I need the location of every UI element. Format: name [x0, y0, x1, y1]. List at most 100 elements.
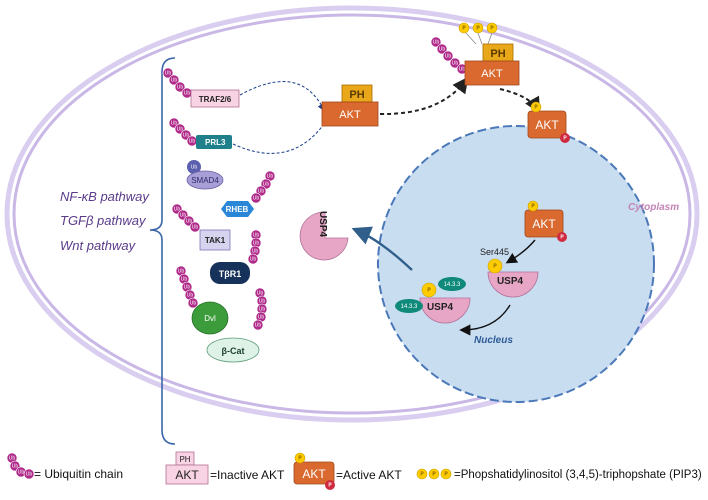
bcat-label: β-Cat — [222, 346, 245, 356]
ubiquitin-chain-dvl: Ub Ub Ub Ub Ub — [175, 265, 199, 309]
ubiquitin-chain-rheb: Ub Ub Ub Ub — [250, 170, 276, 204]
svg-text:Ub: Ub — [189, 138, 196, 144]
traf-label: TRAF2/6 — [199, 95, 232, 104]
svg-text:P: P — [462, 25, 466, 31]
svg-text:Ub: Ub — [258, 314, 265, 320]
legend-active-akt: AKT P P =Active AKT — [293, 452, 402, 490]
usp4-cytoplasm: USP4 — [299, 211, 349, 261]
arrow-traf-to-akt — [239, 81, 325, 112]
svg-text:USP4: USP4 — [497, 276, 524, 287]
svg-text:14.3.3: 14.3.3 — [444, 282, 461, 288]
svg-text:Ub: Ub — [187, 292, 194, 298]
legend-pip3: P P P =Phopshatidylinositol (3,4,5)-trip… — [416, 468, 702, 481]
legend-inactive-text: =Inactive AKT — [210, 468, 285, 482]
svg-text:Ub: Ub — [258, 188, 265, 194]
svg-text:P: P — [427, 287, 431, 293]
arrow-export — [351, 226, 413, 271]
svg-text:AKT: AKT — [302, 467, 326, 481]
dvl-label: Dvl — [204, 314, 216, 323]
rheb-protein: RHEB — [221, 201, 254, 217]
svg-text:Ub: Ub — [459, 66, 466, 72]
svg-text:PH: PH — [349, 89, 364, 101]
pathway-wnt: Wnt pathway — [60, 238, 137, 253]
svg-text:P: P — [432, 471, 436, 477]
akt-with-pip3: PH AKT — [464, 43, 520, 86]
svg-text:PH: PH — [179, 455, 190, 464]
svg-text:Ub: Ub — [257, 290, 264, 296]
svg-text:Ub: Ub — [184, 284, 191, 290]
svg-text:Ub: Ub — [190, 300, 197, 306]
prl3-protein: PRL3 — [196, 135, 232, 149]
svg-text:Ub: Ub — [267, 173, 274, 179]
svg-text:Ub: Ub — [445, 53, 452, 59]
legend-ubiquitin: Ub Ub Ub Ub = Ubiquitin chain — [6, 452, 123, 481]
nucleus — [377, 125, 655, 403]
svg-text:P: P — [490, 25, 494, 31]
ser445-label: Ser445 — [480, 247, 509, 257]
svg-text:P: P — [476, 25, 480, 31]
svg-text:Ub: Ub — [259, 306, 266, 312]
traf-protein: TRAF2/6 — [190, 89, 240, 108]
legend-ubiquitin-text: = Ubiquitin chain — [34, 467, 123, 481]
svg-text:Ub: Ub — [253, 195, 260, 201]
tbr1-protein: TβR1 — [210, 262, 250, 284]
svg-text:USP4: USP4 — [427, 302, 454, 313]
svg-text:P: P — [328, 482, 332, 488]
svg-text:14.3.3: 14.3.3 — [401, 304, 418, 310]
svg-text:P: P — [531, 203, 535, 209]
svg-text:P: P — [420, 471, 424, 477]
ubiquitin-chain-tbr1: Ub Ub Ub Ub — [247, 229, 262, 265]
pip3-bound: P P P — [458, 22, 498, 45]
rheb-label: RHEB — [226, 205, 249, 214]
svg-text:Ub: Ub — [439, 46, 446, 52]
legend-active-text: =Active AKT — [336, 468, 402, 482]
svg-text:Ub: Ub — [26, 471, 33, 477]
smad4-label: SMAD4 — [191, 176, 219, 185]
svg-text:Ub: Ub — [186, 218, 193, 224]
usp4-phospho: USP4 P — [487, 258, 539, 298]
inactive-akt: PH AKT — [321, 84, 379, 127]
svg-text:AKT: AKT — [535, 118, 559, 132]
svg-text:Ub: Ub — [252, 248, 259, 254]
svg-text:Ub: Ub — [259, 298, 266, 304]
arrow-akt-to-usp4 — [505, 239, 536, 264]
legend-pip3-text: =Phopshatidylinositol (3,4,5)-triphopsha… — [454, 469, 702, 481]
svg-text:Ub: Ub — [253, 240, 260, 246]
svg-text:AKT: AKT — [339, 109, 361, 121]
active-akt-nucleus: AKT P P — [524, 200, 567, 242]
svg-text:AKT: AKT — [532, 217, 556, 231]
svg-text:AKT: AKT — [175, 468, 199, 482]
svg-text:Ub: Ub — [255, 322, 262, 328]
cytoplasm-label: Cytoplasm — [628, 202, 679, 213]
svg-text:P: P — [444, 471, 448, 477]
active-akt-top: AKT P P — [527, 101, 570, 143]
smad4-protein: Ub SMAD4 — [186, 160, 224, 190]
svg-text:PH: PH — [490, 48, 505, 60]
prl3-label: PRL3 — [205, 138, 226, 147]
svg-text:Ub: Ub — [9, 455, 16, 461]
ubiquitin-chain-bcat: Ub Ub Ub Ub Ub — [252, 287, 268, 331]
svg-text:Ub: Ub — [171, 77, 178, 83]
svg-text:P: P — [560, 234, 564, 240]
svg-text:Ub: Ub — [18, 469, 25, 475]
svg-text:P: P — [534, 104, 538, 110]
svg-text:P: P — [493, 263, 497, 269]
svg-text:Ub: Ub — [433, 39, 440, 45]
svg-text:USP4: USP4 — [317, 211, 328, 238]
svg-text:Ub: Ub — [183, 132, 190, 138]
svg-text:Ub: Ub — [180, 212, 187, 218]
svg-text:AKT: AKT — [481, 68, 503, 80]
svg-text:Ub: Ub — [452, 60, 459, 66]
svg-text:Ub: Ub — [253, 232, 260, 238]
pathway-nfkb: NF-κB pathway — [60, 189, 150, 204]
svg-text:Ub: Ub — [263, 181, 270, 187]
tbr1-label: TβR1 — [219, 269, 242, 279]
legend-inactive-akt: PH AKT =Inactive AKT — [165, 451, 285, 485]
svg-text:Ub: Ub — [178, 268, 185, 274]
ubiquitin-chain-tak1: Ub Ub Ub Ub — [171, 203, 201, 233]
tak1-label: TAK1 — [205, 236, 226, 245]
svg-text:Ub: Ub — [177, 126, 184, 132]
svg-text:Ub: Ub — [12, 463, 19, 469]
svg-text:Ub: Ub — [165, 70, 172, 76]
